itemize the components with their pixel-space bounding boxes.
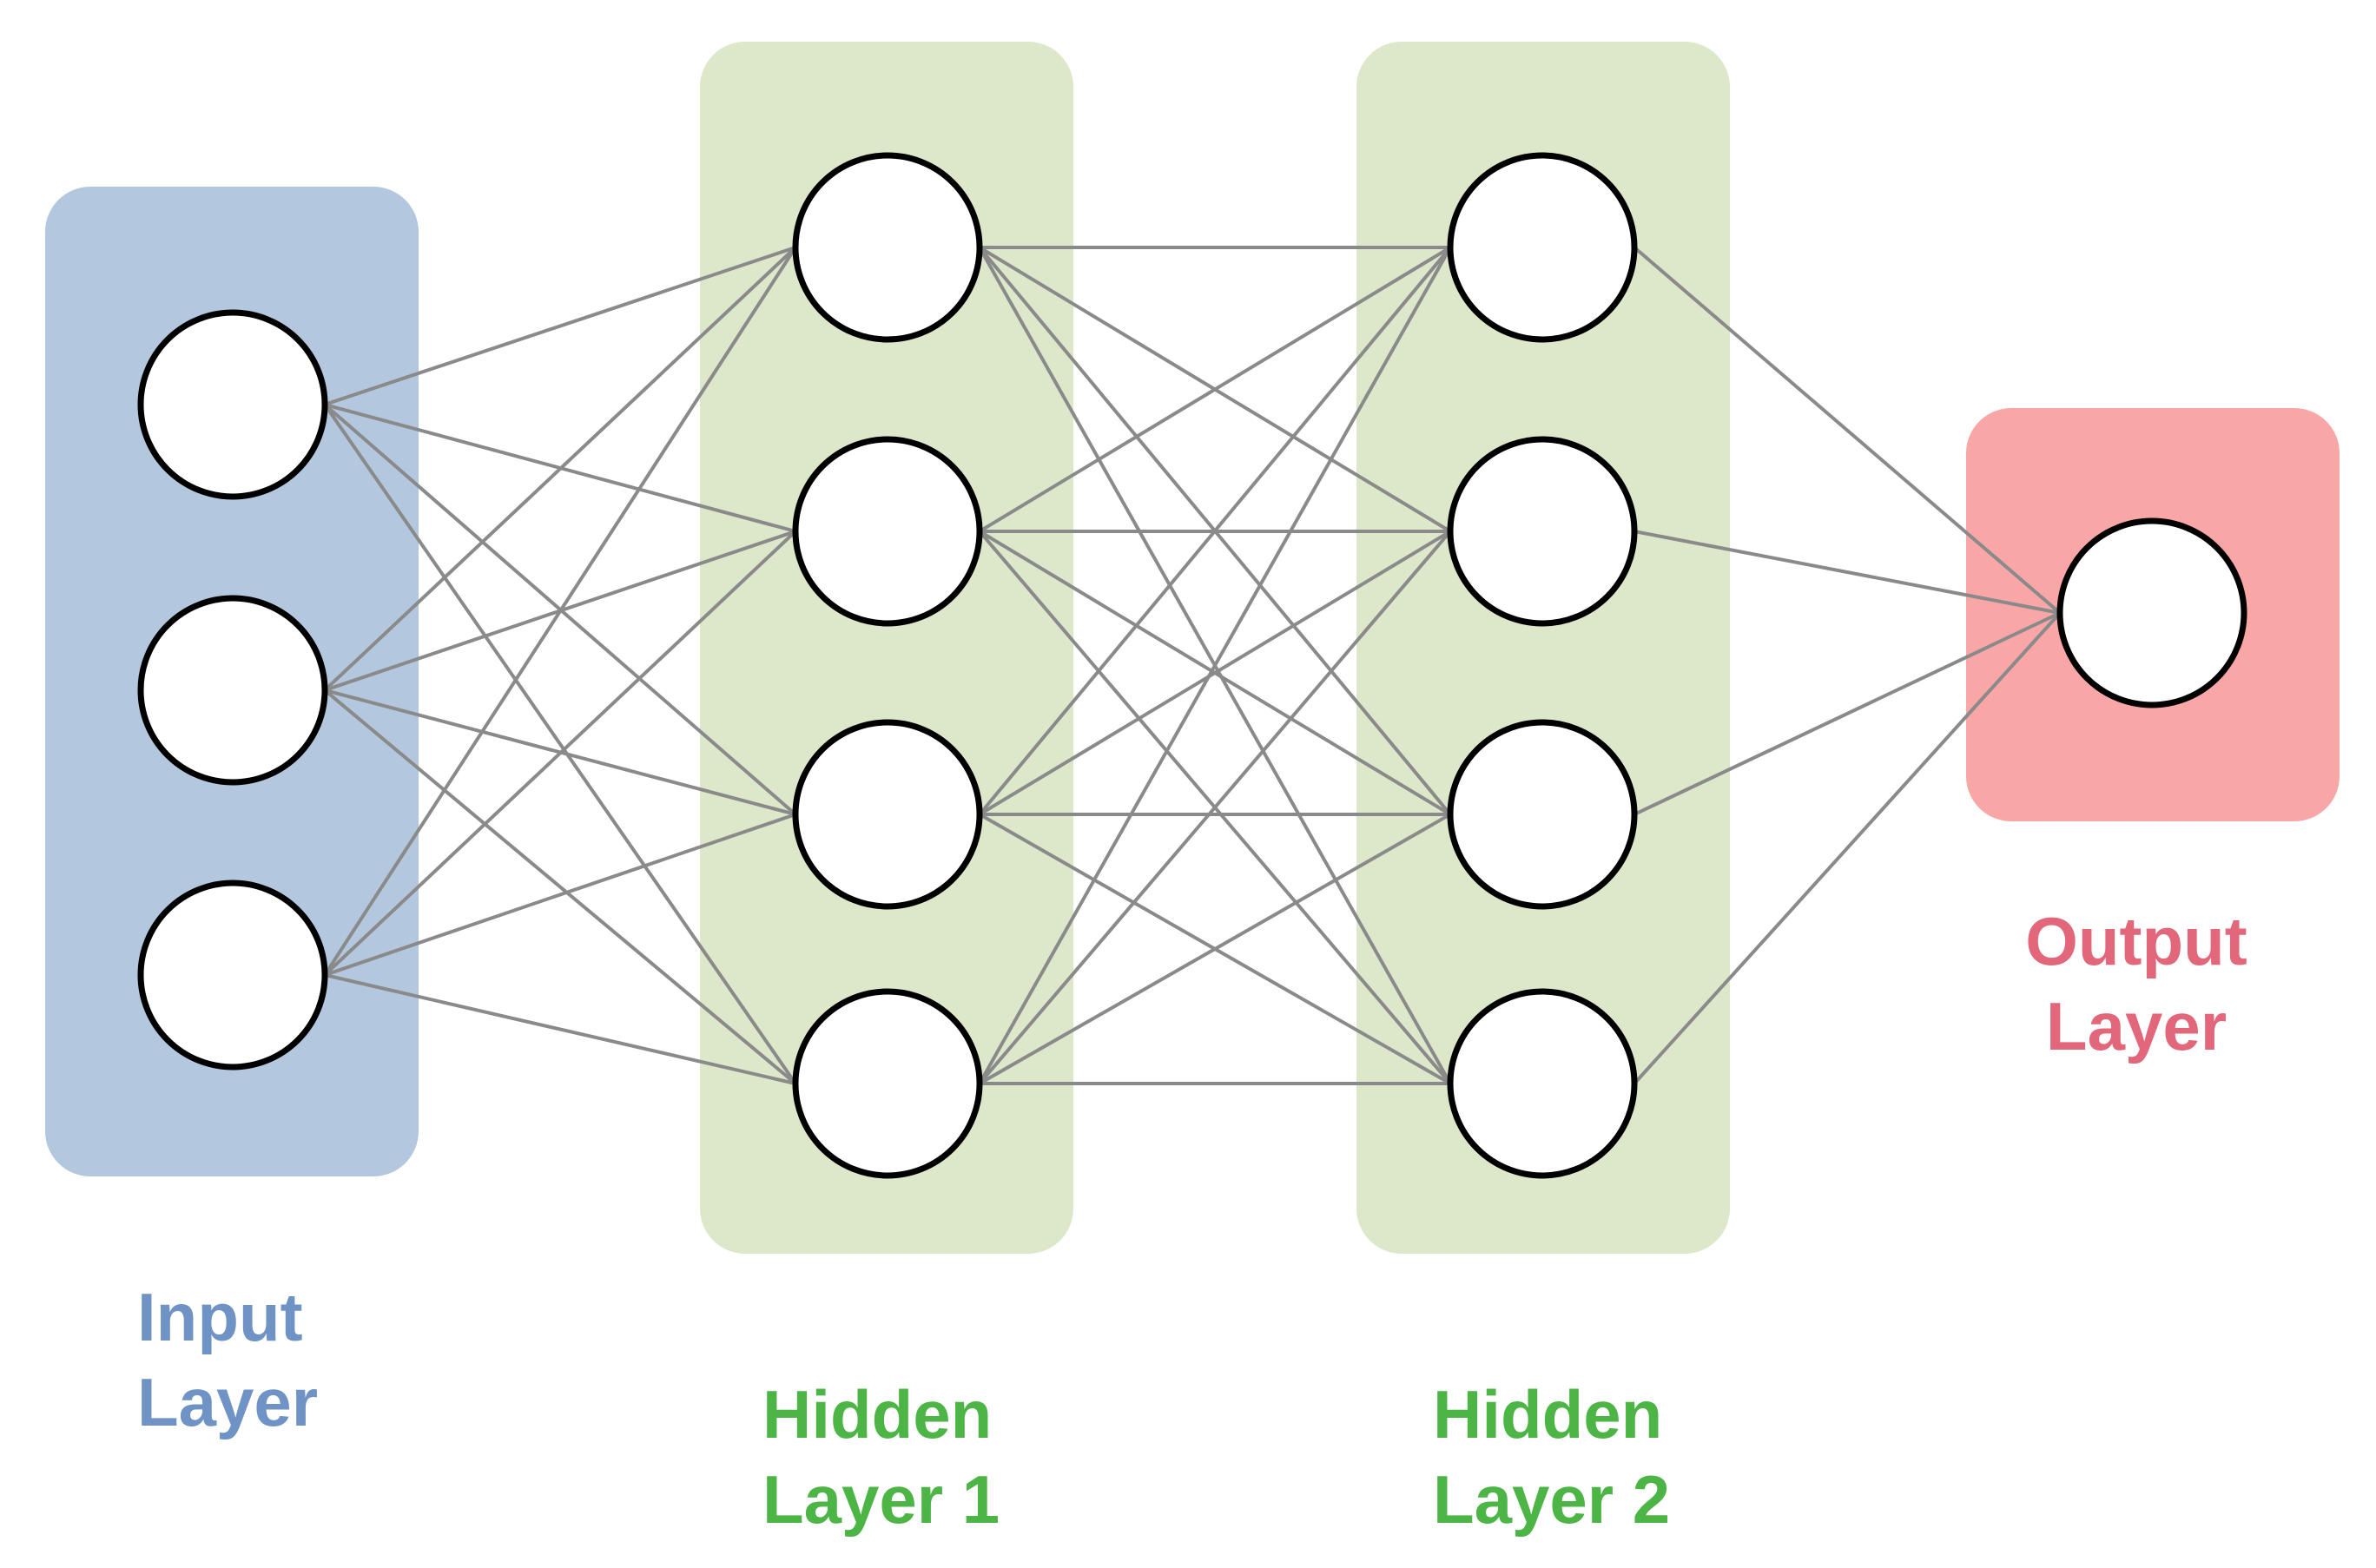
connection-hidden1-4-to-hidden2-1 bbox=[978, 247, 1452, 1084]
input-node-1 bbox=[137, 309, 328, 500]
hidden2-node-1 bbox=[1447, 152, 1638, 343]
hidden1-node-4 bbox=[792, 988, 983, 1179]
input-layer-label-line1: Input bbox=[137, 1279, 303, 1355]
hidden1-node-2 bbox=[792, 436, 983, 627]
connection-input-3-to-hidden1-4 bbox=[324, 973, 796, 1085]
connection-input-1-to-hidden1-1 bbox=[324, 246, 796, 406]
layer-panels bbox=[45, 42, 2340, 1254]
connection-hidden1-4-to-hidden2-2 bbox=[978, 530, 1452, 1085]
connections bbox=[323, 246, 2062, 1085]
neurons bbox=[137, 152, 2247, 1179]
hidden-layer-2-label-line1: Hidden bbox=[1433, 1376, 1663, 1453]
input-layer-label: Input Layer bbox=[137, 1275, 318, 1445]
input-layer-label-line2: Layer bbox=[137, 1364, 319, 1440]
connection-hidden1-2-to-hidden2-1 bbox=[978, 246, 1452, 533]
connection-hidden2-4-to-output-1 bbox=[1633, 611, 2062, 1085]
connection-hidden2-3-to-output-1 bbox=[1634, 611, 2061, 816]
hidden-layer-2-label-line2: Layer 2 bbox=[1433, 1461, 1671, 1538]
connection-hidden1-3-to-hidden2-1 bbox=[978, 246, 1452, 816]
hidden1-node-3 bbox=[792, 719, 983, 910]
connection-hidden2-1-to-output-1 bbox=[1633, 246, 2062, 615]
hidden2-node-4 bbox=[1447, 988, 1638, 1179]
input-node-3 bbox=[137, 880, 328, 1071]
output-layer-label: Output Layer bbox=[2015, 899, 2258, 1069]
hidden-layer-1-label-line1: Hidden bbox=[762, 1376, 993, 1453]
connection-input-3-to-hidden1-3 bbox=[324, 813, 796, 977]
hidden-layer-1-label-line2: Layer 1 bbox=[762, 1461, 1000, 1538]
connection-hidden1-4-to-hidden2-3 bbox=[979, 813, 1451, 1085]
input-node-2 bbox=[137, 595, 328, 786]
output-layer-label-line1: Output bbox=[2025, 903, 2247, 979]
hidden-layer-1-label: Hidden Layer 1 bbox=[762, 1372, 1000, 1542]
hidden2-node-3 bbox=[1447, 719, 1638, 910]
connection-input-2-to-hidden1-1 bbox=[323, 246, 797, 692]
connection-hidden1-3-to-hidden2-2 bbox=[978, 530, 1452, 816]
hidden1-node-1 bbox=[792, 152, 983, 343]
connection-hidden2-2-to-output-1 bbox=[1634, 530, 2061, 615]
hidden2-layer-panel bbox=[1356, 42, 1730, 1254]
hidden2-node-2 bbox=[1447, 436, 1638, 627]
connection-input-1-to-hidden1-4 bbox=[323, 403, 797, 1085]
connection-input-3-to-hidden1-2 bbox=[323, 530, 797, 977]
output-layer-label-line2: Layer bbox=[2045, 988, 2228, 1064]
hidden-layer-2-label: Hidden Layer 2 bbox=[1433, 1372, 1670, 1542]
output-node-1 bbox=[2056, 517, 2247, 708]
connection-input-3-to-hidden1-1 bbox=[323, 246, 797, 977]
connection-input-2-to-hidden1-4 bbox=[323, 688, 797, 1085]
hidden1-layer-panel bbox=[700, 42, 1073, 1254]
